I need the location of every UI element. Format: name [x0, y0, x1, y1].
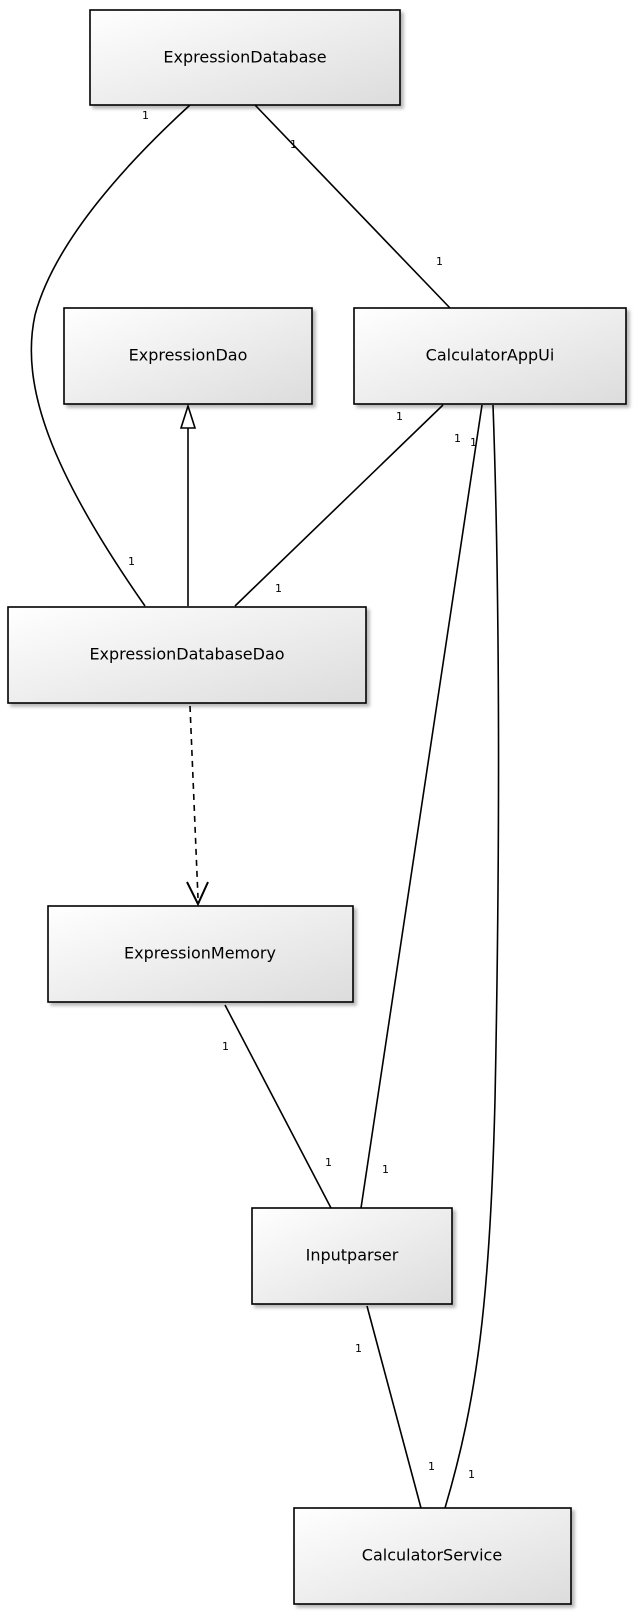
edge-calculatorappui-calculatorservice: [444, 404, 500, 1509]
realization-arrowhead: [179, 403, 197, 429]
class-label: Inputparser: [306, 1246, 399, 1265]
mult-expressiondatabase-ui-source: 1: [290, 138, 297, 151]
edge-expressiondatabase-expressiondatabasedao: [30, 104, 191, 607]
mult-ui-service-source: 1: [470, 436, 477, 449]
class-inputparser[interactable]: Inputparser: [251, 1207, 453, 1305]
class-label: ExpressionDatabaseDao: [89, 645, 284, 664]
class-calculatorservice[interactable]: CalculatorService: [293, 1507, 572, 1605]
class-label: CalculatorService: [362, 1546, 502, 1565]
mult-memory-inputparser-source: 1: [222, 1040, 229, 1053]
mult-ui-dao-target: 1: [275, 582, 282, 595]
class-expressionmemory[interactable]: ExpressionMemory: [47, 905, 354, 1003]
edges: [30, 104, 500, 1509]
dependency-arrowhead: [186, 881, 209, 907]
edge-expressionmemory-inputparser: [224, 1004, 332, 1209]
mult-ui-inputparser-source: 1: [454, 432, 461, 445]
edge-dependency-expressiondatabasedao-expressionmemory: [189, 705, 199, 899]
mult-memory-inputparser-target: 1: [325, 1156, 332, 1169]
mult-expressiondatabase-ui-target: 1: [436, 255, 443, 268]
class-expressiondatabasedao[interactable]: ExpressionDatabaseDao: [7, 606, 367, 704]
mult-inputparser-service-source: 1: [355, 1342, 362, 1355]
edge-calculatorappui-inputparser: [360, 404, 483, 1209]
class-label: ExpressionDao: [129, 346, 248, 365]
class-expressiondao[interactable]: ExpressionDao: [63, 307, 313, 405]
mult-ui-dao-source: 1: [396, 410, 403, 423]
mult-ui-service-target: 1: [468, 1468, 475, 1481]
edge-inputparser-calculatorservice: [366, 1305, 422, 1509]
mult-expressiondatabase-dao-target: 1: [128, 555, 135, 568]
class-label: ExpressionDatabase: [163, 48, 326, 67]
class-calculatorappui[interactable]: CalculatorAppUi: [353, 307, 627, 405]
mult-expressiondatabase-dao-source: 1: [142, 109, 149, 122]
class-label: ExpressionMemory: [124, 944, 276, 963]
edge-calculatorappui-expressiondatabasedao: [234, 404, 444, 607]
edge-expressiondatabase-calculatorappui: [254, 104, 451, 309]
class-label: CalculatorAppUi: [426, 346, 555, 365]
class-expressiondatabase[interactable]: ExpressionDatabase: [89, 9, 401, 106]
mult-ui-inputparser-target: 1: [382, 1163, 389, 1176]
multiplicity-labels: 1 1 1 1 1 1 1 1 1 1 1 1 1 1: [128, 109, 477, 1481]
mult-inputparser-service-target: 1: [428, 1460, 435, 1473]
